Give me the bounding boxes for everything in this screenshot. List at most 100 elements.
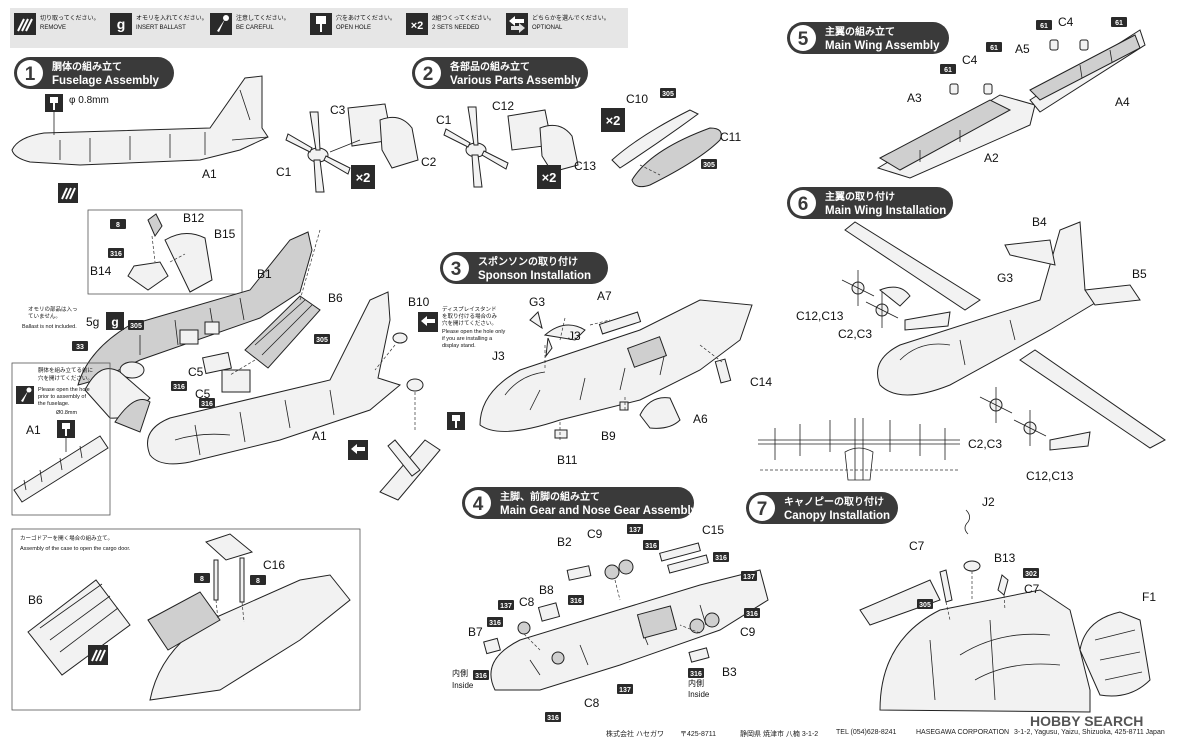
label-C4b: C4 [1058,15,1074,29]
label-G3b: G3 [997,271,1013,285]
front-view [758,418,960,481]
label-A1c: A1 [26,423,41,437]
step-title-jp: 主翼の組み立て [825,25,895,38]
part-badge: 61 [1040,23,1048,30]
label-C12C13: C12,C13 [796,309,844,323]
label-C11: C11 [720,130,741,144]
label-A1b: A1 [312,429,327,443]
step-number-circle [465,490,491,516]
inside-en: Inside [688,690,710,699]
x2-icon [351,165,375,189]
ballast-note-en: Ballast is not included. [22,324,77,330]
label-J3: J3 [568,329,581,343]
inside-jp: 内側 [452,668,468,678]
step-number: 1 [25,64,36,85]
step-title-en: Sponson Installation [478,270,591,282]
label-C2C3b: C2,C3 [968,437,1002,451]
label-B2: B2 [557,535,572,549]
step-number-circle [790,25,816,51]
part-badge: 305 [919,602,931,609]
part-badge: 316 [489,620,501,627]
legend-jp: 切り取ってください。 [40,15,100,22]
hole-note-jp: 胴体を組み立てる前に [38,366,93,374]
stand-note-jp: ディスプレイスタンド [442,305,496,313]
footer-address-en: 3-1-2, Yagusu, Yaizu, Shizuoka, 425-8711… [1014,729,1165,736]
step-title-en: Main Wing Installation [825,205,946,217]
legend-jp: 穴をあけてください。 [336,14,396,22]
part-badge: 137 [629,527,641,534]
part-badge: 316 [201,401,213,408]
x2-glyph: ×2 [606,113,621,128]
stand-note-jp: 穴を開けてください。 [442,319,497,327]
ballast-weight: 5g [86,315,99,329]
label-B6b: B6 [28,593,43,607]
footer-company-en: HASEGAWA CORPORATION [916,729,1010,736]
label-F1: F1 [1142,590,1156,604]
step2-parts: C3 C2 C1 ×2 C12 C1 C13 ×2 ×2 C10 C11 305… [276,88,741,193]
part-badge: 305 [703,162,715,169]
step-title-en: Main Gear and Nose Gear Assembly [500,505,698,517]
part-badge: 33 [76,344,84,351]
label-B11: B11 [557,453,578,467]
step-title-jp: 主脚、前脚の組み立て [500,490,600,503]
caution-icon [16,386,34,404]
legend-bar: 切り取ってください。 REMOVE g オモリを入れてください。 INSERT … [10,8,628,48]
label-C10: C10 [626,92,648,106]
legend-item-ballast: g オモリを入れてください。 INSERT BALLAST [110,13,208,35]
legend-item-2sets: ×2 2組つくってください。 2 SETS NEEDED [406,13,495,35]
part-badge: 316 [570,598,582,605]
label-B4: B4 [1032,215,1047,229]
step-title-jp: 胴体の組み立て [52,60,122,73]
step-title-jp: スポンソンの取り付け [478,255,578,268]
step-number-circle [749,495,775,521]
part-badge: 316 [475,673,487,680]
propeller-wing [841,270,1047,446]
legend-en: 2 SETS NEEDED [432,25,480,31]
label-C3: C3 [330,103,346,117]
ballast-glyph: g [111,315,118,329]
label-B3: B3 [722,665,737,679]
stand-note-jp: を取り付ける場合のみ [442,312,498,320]
legend-item-careful: 注意してください。 BE CAREFUL [210,13,290,35]
step-title-en: Various Parts Assembly [450,75,581,87]
label-B1: B1 [257,267,272,281]
inside-en: Inside [452,681,474,690]
legend-en: BE CAREFUL [236,25,274,31]
watermark: HOBBY SEARCH [1030,713,1144,729]
label-C13: C13 [574,159,596,173]
legend-item-optional: どちらかを選んでください。 OPTIONAL [506,13,610,35]
step-number: 7 [757,499,768,520]
legend-jp: どちらかを選んでください。 [532,14,610,22]
footer-company-jp: 株式会社 ハセガワ [606,731,664,738]
step7-canopy: J2 C7 B13 C7 F1 305 302 [859,495,1156,713]
legend-en: OPEN HOLE [336,25,371,31]
step4-gear: B2 C9 C15 B8 C8 B7 C9 B3 C8 内側 Inside 内側… [452,523,769,722]
part-badge: 137 [500,603,512,610]
step-title-jp: キャノピーの取り付け [784,495,884,508]
legend-jp: 注意してください。 [236,14,290,22]
label-B14: B14 [90,264,112,278]
footer-address-jp: 静岡県 焼津市 八楠 3-1-2 [740,731,819,738]
legend-en: OPTIONAL [532,25,563,31]
label-C4: C4 [962,53,978,67]
label-C15: C15 [702,523,724,537]
label-C12: C12 [492,99,514,113]
label-A2: A2 [984,151,999,165]
label-C5: C5 [188,365,204,379]
hole-note-en: Please open the hole [38,387,90,393]
x2-glyph: ×2 [356,170,371,185]
part-badge: 316 [645,543,657,550]
label-C2C3: C2,C3 [838,327,872,341]
label-C9b: C9 [740,625,756,639]
label-C1b: C1 [436,113,452,127]
optional-icon [506,13,528,35]
footer-tel: TEL (054)628-8241 [836,729,897,736]
x2-icon [406,13,428,35]
part-badge: 61 [944,67,952,74]
step-title-en: Main Wing Assembly [825,40,940,52]
